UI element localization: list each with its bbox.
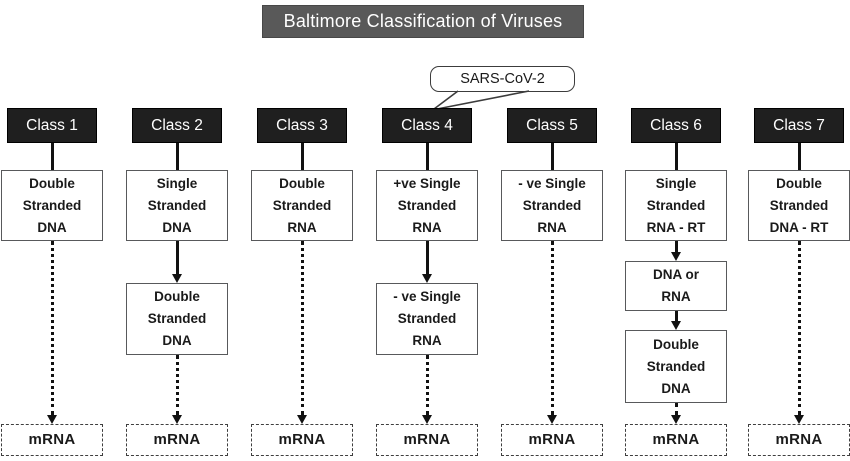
class-7-column: Class 7 Double Stranded DNA - RT mRNA: [748, 108, 850, 456]
connector-line: [674, 143, 678, 170]
class-5-genome-box: - ve Single Stranded RNA: [501, 170, 603, 241]
class-4-column: Class 4 +ve Single Stranded RNA - ve Sin…: [376, 108, 478, 456]
class-1-column: Class 1 Double Stranded DNA mRNA: [1, 108, 103, 456]
diagram-title: Baltimore Classification of Viruses: [262, 5, 584, 38]
class-4-intermediate-box: - ve Single Stranded RNA: [376, 283, 478, 355]
class-1-mrna-box: mRNA: [1, 424, 103, 456]
connector-line: [175, 143, 179, 170]
class-5-mrna-box: mRNA: [501, 424, 603, 456]
class-2-intermediate-box: Double Stranded DNA: [126, 283, 228, 355]
class-4-mrna-box: mRNA: [376, 424, 478, 456]
class-4-header: Class 4: [382, 108, 472, 143]
class-1-genome-box: Double Stranded DNA: [1, 170, 103, 241]
solid-arrow: [422, 241, 432, 283]
dotted-arrow-to-mrna: [172, 355, 182, 424]
class-1-header: Class 1: [7, 108, 97, 143]
dotted-arrow-to-mrna: [297, 241, 307, 424]
class-3-mrna-box: mRNA: [251, 424, 353, 456]
class-7-genome-box: Double Stranded DNA - RT: [748, 170, 850, 241]
class-5-column: Class 5 - ve Single Stranded RNA mRNA: [501, 108, 603, 456]
dotted-arrow-to-mrna: [671, 403, 681, 424]
class-4-genome-box: +ve Single Stranded RNA: [376, 170, 478, 241]
class-7-header: Class 7: [754, 108, 844, 143]
class-3-column: Class 3 Double Stranded RNA mRNA: [251, 108, 353, 456]
class-6-intermediate-box-1: DNA or RNA: [625, 261, 727, 311]
connector-line: [50, 143, 54, 170]
dotted-arrow-to-mrna: [422, 355, 432, 424]
connector-line: [550, 143, 554, 170]
dotted-arrow-to-mrna: [794, 241, 804, 424]
class-6-genome-box: Single Stranded RNA - RT: [625, 170, 727, 241]
class-2-header: Class 2: [132, 108, 222, 143]
solid-arrow: [671, 241, 681, 261]
connector-line: [425, 143, 429, 170]
solid-arrow: [671, 311, 681, 330]
class-3-genome-box: Double Stranded RNA: [251, 170, 353, 241]
connector-line: [300, 143, 304, 170]
class-7-mrna-box: mRNA: [748, 424, 850, 456]
class-5-header: Class 5: [507, 108, 597, 143]
callout-tail-pointer: [433, 90, 530, 110]
class-2-mrna-box: mRNA: [126, 424, 228, 456]
sars-cov-2-callout: SARS-CoV-2: [430, 66, 575, 92]
class-2-column: Class 2 Single Stranded DNA Double Stran…: [126, 108, 228, 456]
class-3-header: Class 3: [257, 108, 347, 143]
dotted-arrow-to-mrna: [547, 241, 557, 424]
connector-line: [797, 143, 801, 170]
class-6-header: Class 6: [631, 108, 721, 143]
class-6-intermediate-box-2: Double Stranded DNA: [625, 330, 727, 403]
dotted-arrow-to-mrna: [47, 241, 57, 424]
class-6-column: Class 6 Single Stranded RNA - RT DNA or …: [625, 108, 727, 456]
solid-arrow: [172, 241, 182, 283]
class-6-mrna-box: mRNA: [625, 424, 727, 456]
class-2-genome-box: Single Stranded DNA: [126, 170, 228, 241]
